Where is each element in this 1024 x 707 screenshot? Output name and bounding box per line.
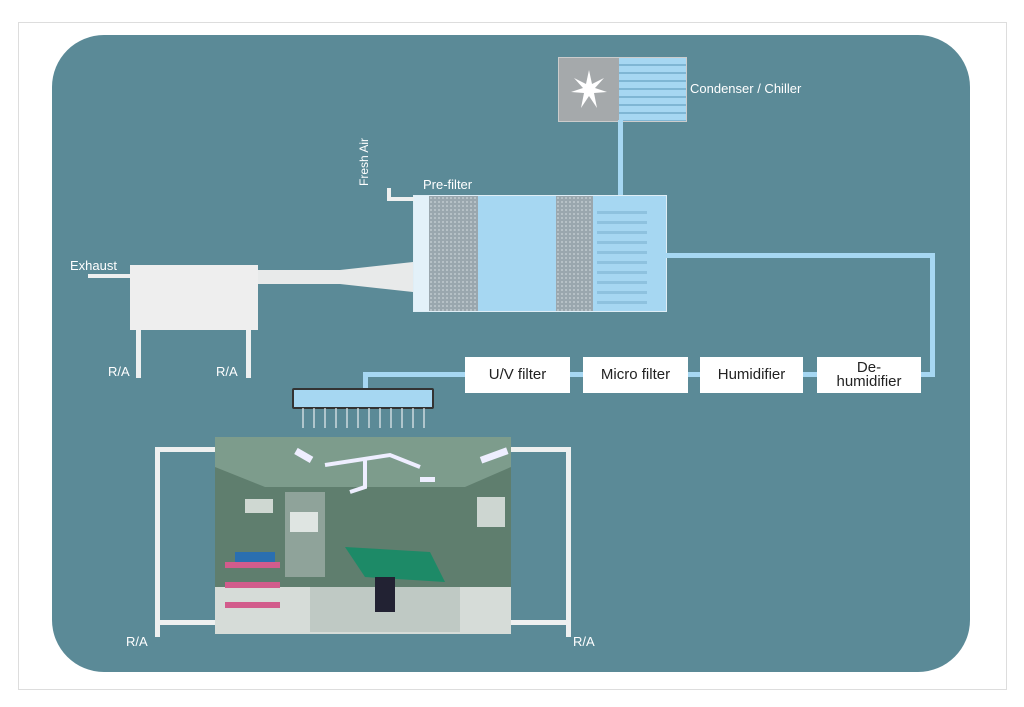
exhaust-unit (130, 265, 258, 330)
fresh-air-label: Fresh Air (357, 137, 372, 187)
pre-filter-label: Pre-filter (423, 177, 473, 192)
snowflake-icon (559, 58, 619, 121)
return-duct-left-bottom (155, 620, 215, 625)
filter-panel (556, 196, 593, 311)
air-handling-unit (413, 195, 667, 312)
return-air-label: R/A (108, 364, 130, 379)
return-duct-right-vertical (566, 447, 571, 637)
airflow-arrows (302, 408, 425, 428)
diagram-panel (52, 35, 970, 672)
return-duct-right-bottom (511, 620, 571, 625)
return-leg-right (246, 330, 251, 378)
return-air-label: R/A (573, 634, 595, 649)
return-leg-left (136, 330, 141, 378)
uv-filter-box: U/V filter (465, 357, 570, 393)
operating-room-image (215, 437, 511, 634)
fresh-air-inlet (387, 188, 391, 200)
condenser-label: Condenser / Chiller (690, 81, 802, 96)
condenser-coil (619, 58, 686, 121)
exhaust-pipe (88, 274, 130, 278)
micro-filter-box: Micro filter (583, 357, 688, 393)
condenser-unit (558, 57, 687, 122)
return-duct-left-vertical (155, 447, 160, 637)
pre-filter-panel (429, 196, 478, 311)
return-duct-right-top (511, 447, 571, 452)
return-duct (258, 262, 413, 292)
supply-duct-drop (363, 372, 368, 390)
return-air-label: R/A (216, 364, 238, 379)
supply-duct (665, 253, 935, 258)
chiller-pipe (618, 120, 623, 195)
figure-frame (18, 22, 1007, 690)
supply-duct-down (930, 253, 935, 377)
humidifier-box: Humidifier (700, 357, 803, 393)
dehumidifier-box: De- humidifier (817, 357, 921, 393)
ceiling-diffuser (292, 388, 434, 409)
return-air-label: R/A (126, 634, 148, 649)
fresh-air-pipe (387, 197, 414, 201)
return-duct-left-top (155, 447, 215, 452)
exhaust-label: Exhaust (70, 258, 117, 273)
cooling-coil (597, 204, 647, 304)
